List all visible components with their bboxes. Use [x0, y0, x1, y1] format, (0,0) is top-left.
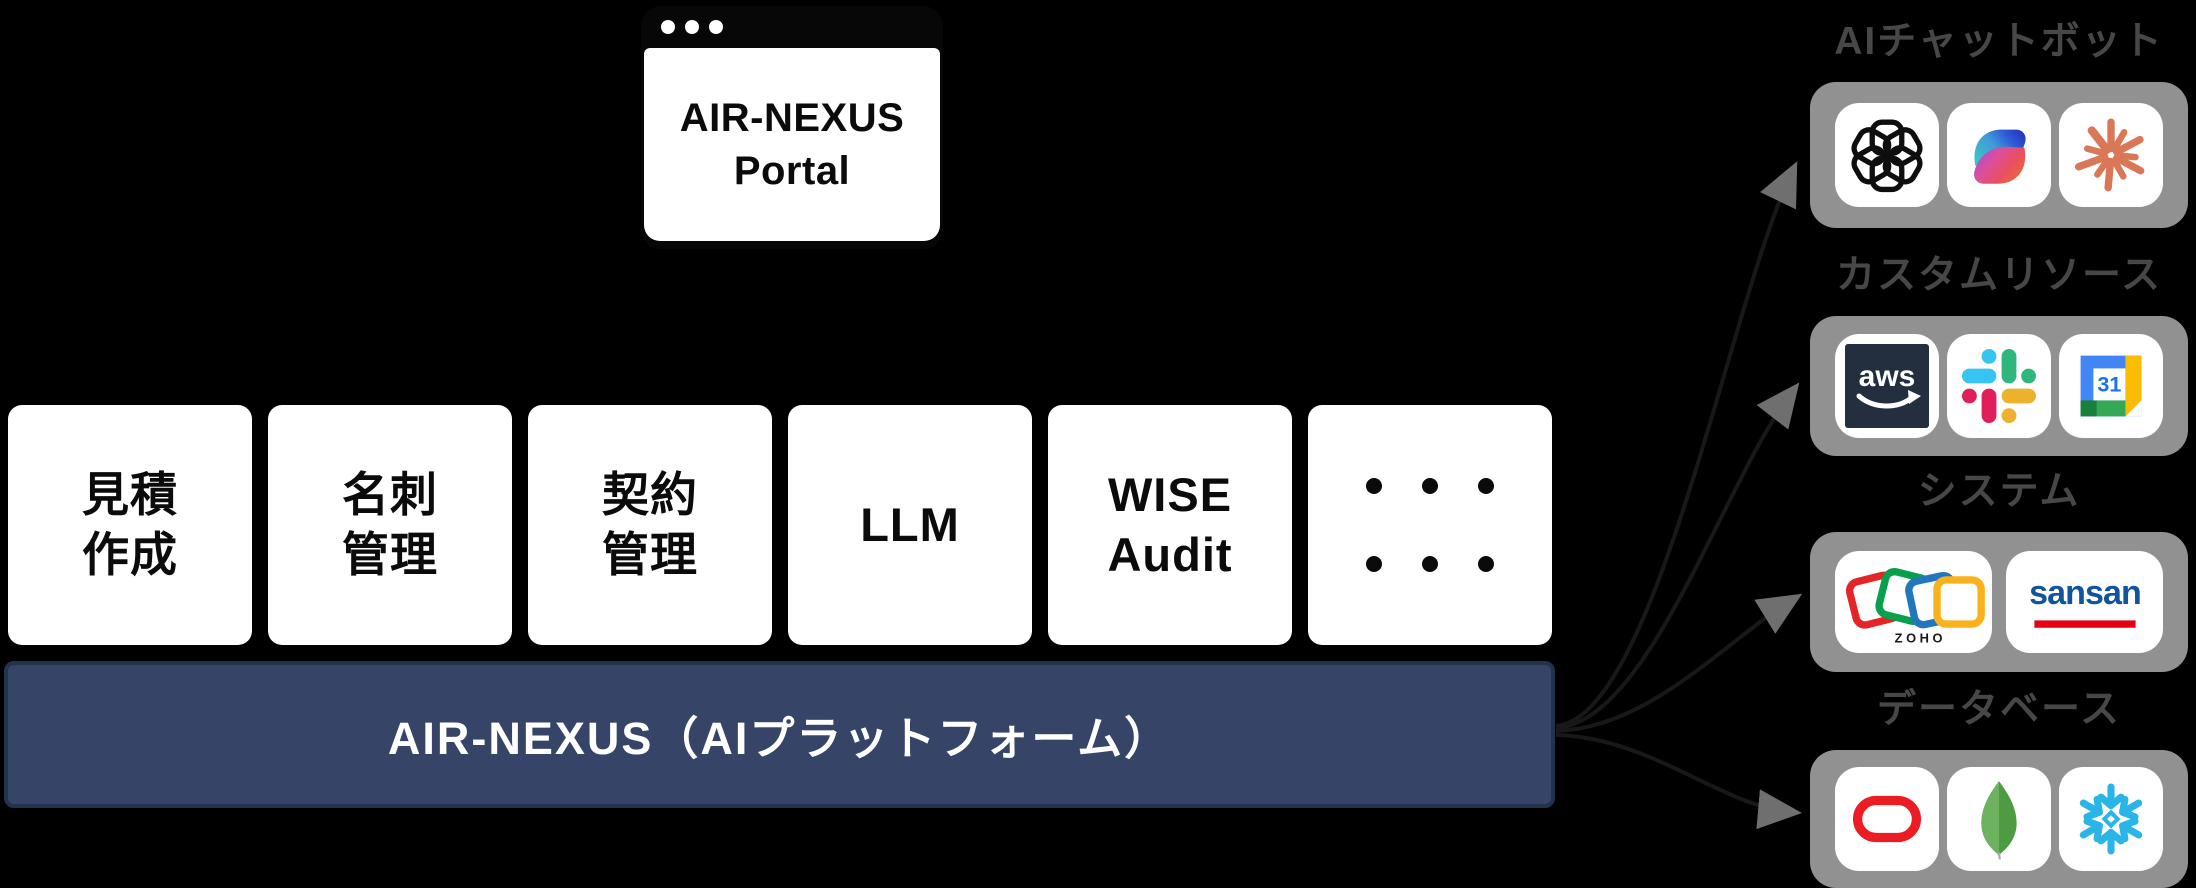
group-title: データベース — [1876, 688, 2122, 731]
openai-icon — [1851, 119, 1923, 193]
group-ai-chatbot: AIチャットボット — [1810, 20, 2188, 228]
portal-title-line1: AIR-NEXUS — [679, 95, 905, 140]
portal-title-line2: Portal — [733, 148, 851, 193]
group-title: システム — [1917, 470, 2081, 513]
slack-tile — [1947, 334, 2051, 438]
sansan-logo: sansan — [2029, 574, 2141, 628]
platform-bar: AIR-NEXUS（AIプラットフォーム） — [4, 661, 1555, 808]
arrow-to-custom-resource — [1555, 382, 1800, 730]
app-box-label: 名刺 — [342, 467, 438, 521]
openai-tile — [1835, 103, 1939, 207]
app-box-business-card: 名刺 管理 — [268, 405, 512, 645]
sansan-tile: sansan — [2006, 551, 2163, 653]
claude-starburst-icon — [2074, 118, 2145, 192]
aws-icon: aws — [1845, 344, 1929, 428]
group-database: データベース — [1810, 688, 2188, 888]
app-box-label: 管理 — [602, 528, 698, 581]
window-titlebar — [641, 6, 943, 48]
oracle-icon — [1852, 795, 1922, 843]
app-box-label: LLM — [860, 497, 960, 551]
icon-tray — [1810, 82, 2188, 228]
arrow-to-database — [1555, 733, 1802, 830]
group-title: カスタムリソース — [1835, 254, 2163, 297]
copilot-tile — [1947, 103, 2051, 207]
google-calendar-icon: 31 — [2080, 355, 2142, 417]
window-dot — [661, 20, 675, 34]
platform-bar-label: AIR-NEXUS（AIプラットフォーム） — [387, 713, 1172, 764]
arrow-to-ai-chatbot — [1555, 161, 1798, 728]
claude-tile — [2059, 103, 2163, 207]
svg-text:Z O H O: Z O H O — [1894, 630, 1942, 645]
snowflake-tile — [2059, 767, 2163, 871]
mongodb-tile — [1947, 767, 2051, 871]
app-box-contract: 契約 管理 — [528, 405, 772, 645]
window-dot — [709, 20, 723, 34]
app-box-label: 管理 — [342, 528, 438, 581]
slack-icon — [1962, 349, 2036, 423]
zoho-tile: Z O H O — [1835, 551, 1992, 653]
app-box-label: 見積 — [82, 467, 178, 521]
google-calendar-tile: 31 — [2059, 334, 2163, 438]
app-box-wise-audit: WISE Audit — [1048, 405, 1292, 645]
app-box-label: Audit — [1107, 528, 1233, 581]
group-system: システム Z O H O sansan — [1810, 470, 2188, 672]
ellipsis-dots — [1366, 478, 1494, 572]
group-custom-resource: カスタムリソース aws — [1810, 254, 2188, 456]
icon-tray: aws — [1810, 316, 2188, 456]
app-box-label: 作成 — [82, 528, 178, 581]
portal-window-title: AIR-NEXUS Portal — [644, 48, 940, 241]
arrow-to-system — [1555, 593, 1803, 733]
group-title: AIチャットボット — [1834, 20, 2164, 63]
svg-text:aws: aws — [1859, 360, 1916, 393]
mongodb-leaf-icon — [1981, 781, 2017, 860]
icon-tray: Z O H O sansan — [1810, 532, 2188, 672]
aws-tile: aws — [1835, 334, 1939, 438]
app-box-label: 契約 — [602, 467, 698, 521]
copilot-icon — [1974, 129, 2026, 184]
app-box-estimate: 見積 作成 — [8, 405, 252, 645]
svg-text:sansan: sansan — [2029, 574, 2141, 612]
snowflake-icon — [2079, 783, 2143, 855]
zoho-icon: Z O H O — [1845, 567, 1985, 645]
app-box-llm: LLM — [788, 405, 1032, 645]
portal-window: AIR-NEXUS Portal — [641, 6, 943, 249]
app-box-label: WISE — [1107, 467, 1233, 521]
window-dot — [685, 20, 699, 34]
oracle-tile — [1835, 767, 1939, 871]
svg-text:31: 31 — [2097, 372, 2121, 397]
icon-tray — [1810, 750, 2188, 888]
app-box-more — [1308, 405, 1552, 645]
